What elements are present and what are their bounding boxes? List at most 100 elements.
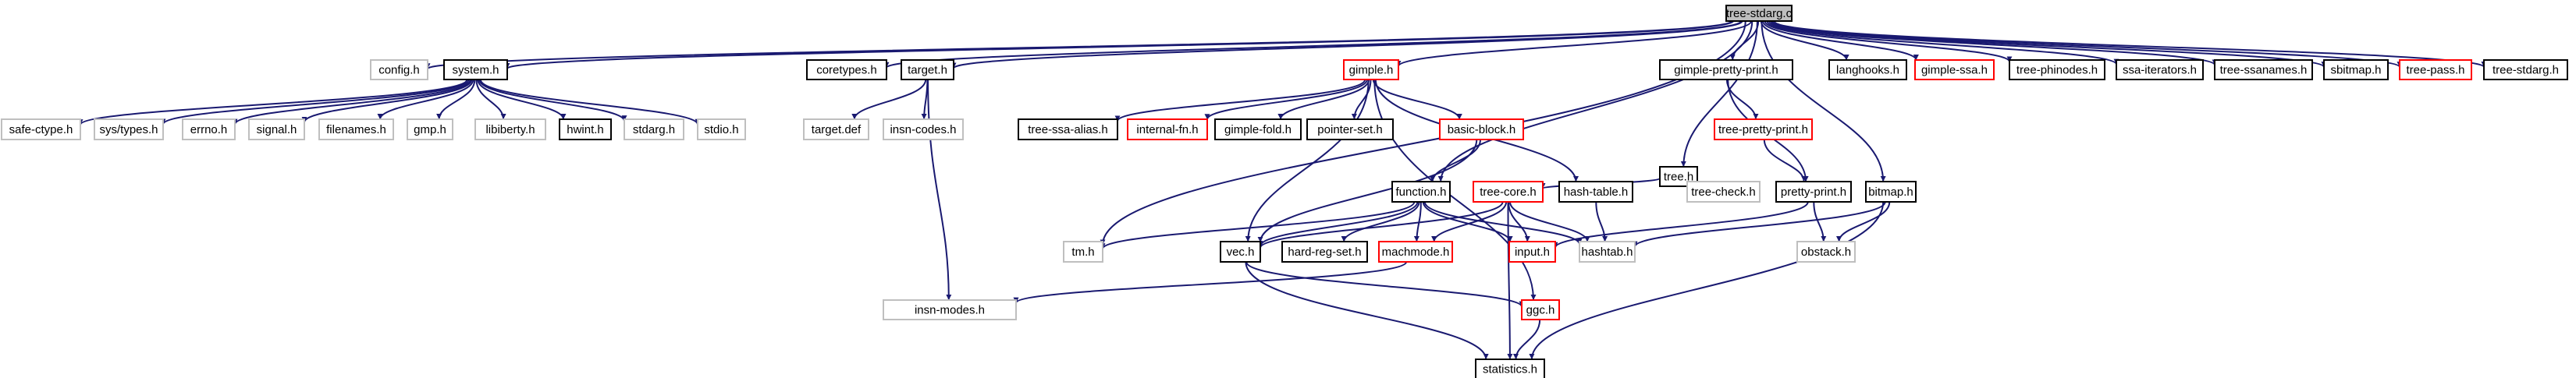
node-hardregset[interactable]: hard-reg-set.h — [1281, 241, 1368, 263]
node-box — [1686, 181, 1761, 203]
node-box — [697, 118, 746, 140]
node-ggc[interactable]: ggc.h — [1521, 299, 1560, 320]
node-label: hard-reg-set.h — [1288, 246, 1361, 259]
node-label: system.h — [452, 64, 499, 77]
node-label: gimple-pretty-print.h — [1674, 64, 1778, 77]
node-label: signal.h — [257, 123, 297, 136]
node-root[interactable]: tree-stdarg.c — [1725, 5, 1793, 22]
node-box — [1018, 118, 1118, 140]
edge-system-to-errno — [232, 79, 471, 125]
node-label: gimple-fold.h — [1224, 123, 1292, 136]
edge-root-to-config — [425, 20, 1733, 70]
node-box — [1521, 299, 1560, 320]
node-label: stdio.h — [704, 123, 738, 136]
node-tpp[interactable]: tree-pretty-print.h — [1714, 118, 1813, 140]
node-ssaiter[interactable]: ssa-iterators.h — [2116, 59, 2204, 80]
edge-treecore-to-input — [1508, 201, 1530, 242]
node-label: basic-block.h — [1448, 123, 1516, 136]
node-targetdef: target.def — [803, 118, 869, 140]
node-label: ssa-iterators.h — [2123, 64, 2197, 77]
node-label: vec.h — [1227, 246, 1255, 259]
node-hwint[interactable]: hwint.h — [559, 118, 612, 140]
node-input[interactable]: input.h — [1508, 241, 1556, 263]
edge-system-to-stdarg — [478, 79, 627, 122]
node-label: stdarg.h — [633, 123, 675, 136]
node-target[interactable]: target.h — [901, 59, 954, 80]
node-treestdarg[interactable]: tree-stdarg.h — [2483, 59, 2568, 80]
node-ssanames[interactable]: tree-ssanames.h — [2214, 59, 2313, 80]
node-label: insn-modes.h — [915, 304, 985, 317]
node-label: pretty-print.h — [1781, 185, 1846, 199]
node-pointerset[interactable]: pointer-set.h — [1306, 118, 1394, 140]
node-box — [370, 59, 428, 80]
node-langhooks[interactable]: langhooks.h — [1828, 59, 1907, 80]
edge-root-to-system — [504, 20, 1735, 69]
node-function[interactable]: function.h — [1391, 181, 1451, 203]
node-machmode[interactable]: machmode.h — [1378, 241, 1453, 263]
edge-system-to-libiberty — [475, 79, 506, 120]
edge-treecore-to-hashtab — [1509, 201, 1590, 242]
edge-system-to-filenames — [377, 79, 474, 120]
node-label: statistics.h — [1483, 363, 1537, 376]
node-box — [248, 118, 305, 140]
node-label: sbitmap.h — [2330, 64, 2381, 77]
node-label: internal-fn.h — [1136, 123, 1198, 136]
node-system[interactable]: system.h — [443, 59, 508, 80]
node-box — [1391, 181, 1451, 203]
edge-gimple-to-pointerset — [1351, 79, 1372, 120]
node-vec[interactable]: vec.h — [1220, 241, 1261, 263]
edge-root-to-gssa — [1762, 20, 1919, 61]
edge-basicblock-to-vec — [1257, 139, 1478, 243]
node-signal: signal.h — [248, 118, 305, 140]
node-label: tree-pass.h — [2406, 64, 2464, 77]
node-label: function.h — [1395, 185, 1446, 199]
node-treecore[interactable]: tree-core.h — [1473, 181, 1544, 203]
node-label: gmp.h — [414, 123, 446, 136]
node-box — [1865, 181, 1917, 203]
node-label: errno.h — [190, 123, 228, 136]
node-treecheck: tree-check.h — [1686, 181, 1761, 203]
node-statistics[interactable]: statistics.h — [1475, 359, 1545, 378]
node-label: ggc.h — [1526, 304, 1555, 317]
node-label: langhooks.h — [1836, 64, 1899, 77]
node-tm: tm.h — [1063, 241, 1103, 263]
node-label: tm.h — [1071, 246, 1094, 259]
node-box — [901, 59, 954, 80]
node-gssa[interactable]: gimple-ssa.h — [1914, 59, 1995, 80]
edge-system-to-signal — [301, 79, 473, 123]
node-coretypes[interactable]: coretypes.h — [806, 59, 887, 80]
node-box — [474, 118, 546, 140]
node-phinodes[interactable]: tree-phinodes.h — [2009, 59, 2105, 80]
node-basicblock[interactable]: basic-block.h — [1439, 118, 1524, 140]
node-box — [1473, 181, 1544, 203]
node-bitmap[interactable]: bitmap.h — [1865, 181, 1917, 203]
node-gpp[interactable]: gimple-pretty-print.h — [1659, 59, 1793, 80]
node-internalfn[interactable]: internal-fn.h — [1127, 118, 1208, 140]
node-label: hwint.h — [567, 123, 604, 136]
edge-bitmap-to-statistics — [1529, 201, 1885, 360]
node-hashtab: hashtab.h — [1579, 241, 1636, 263]
node-prettyprint[interactable]: pretty-print.h — [1775, 181, 1852, 203]
node-label: input.h — [1515, 246, 1550, 259]
node-sbitmap[interactable]: sbitmap.h — [2323, 59, 2389, 80]
edge-machmode-to-insnmodes — [1013, 261, 1408, 304]
node-stdarg: stdarg.h — [624, 118, 684, 140]
node-gfold[interactable]: gimple-fold.h — [1214, 118, 1302, 140]
node-treepass[interactable]: tree-pass.h — [2399, 59, 2472, 80]
node-box — [1508, 241, 1556, 263]
edge-gimple-to-vec — [1245, 79, 1370, 242]
node-box — [1914, 59, 1995, 80]
edge-prettyprint-to-input — [1552, 201, 1809, 249]
node-label: tree-ssanames.h — [2220, 64, 2308, 77]
edge-function-to-hardregset — [1341, 201, 1420, 242]
node-box — [1343, 59, 1399, 80]
node-box — [883, 118, 964, 140]
node-hashtable[interactable]: hash-table.h — [1558, 181, 1633, 203]
edge-system-to-gmp — [436, 79, 476, 120]
node-gimple[interactable]: gimple.h — [1343, 59, 1399, 80]
edge-system-to-systypes — [160, 79, 470, 125]
node-tssaalias[interactable]: tree-ssa-alias.h — [1018, 118, 1118, 140]
node-tree[interactable]: tree.h — [1659, 166, 1698, 187]
node-label: target.h — [908, 64, 947, 77]
